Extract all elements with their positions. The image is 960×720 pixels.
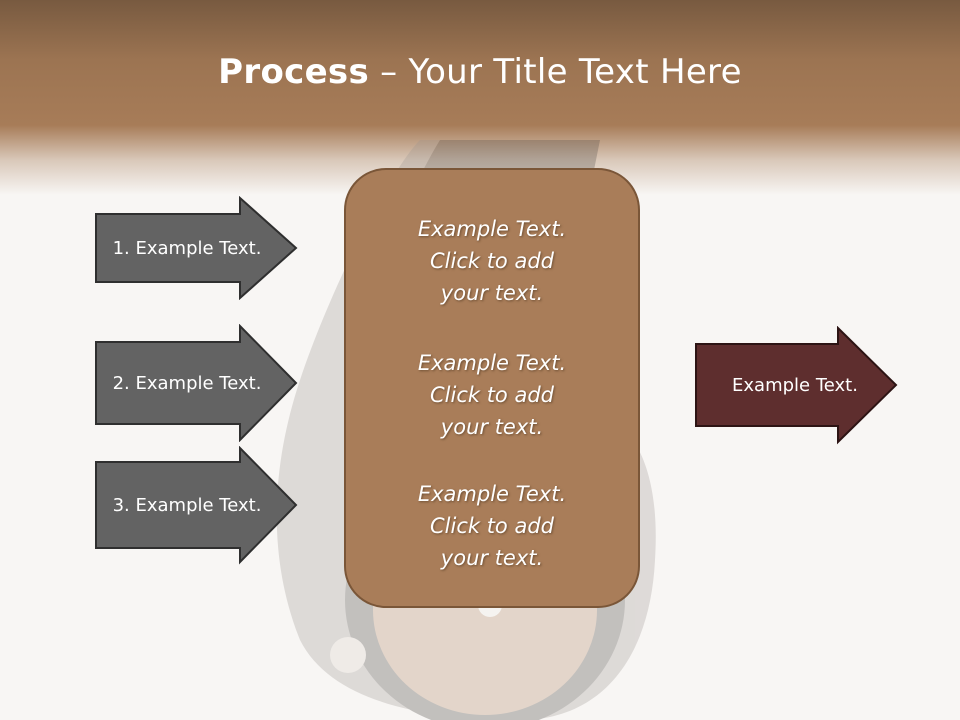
title-rest: – Your Title Text Here bbox=[369, 52, 742, 92]
left-arrow-2[interactable]: 2. Example Text. bbox=[112, 372, 262, 394]
block-1-line-2: Click to add bbox=[429, 249, 554, 273]
center-text-block-2: Example Text. Click to add your text. bbox=[344, 347, 640, 443]
center-text-block-1: Example Text. Click to add your text. bbox=[344, 213, 640, 309]
center-process-box[interactable] bbox=[344, 168, 640, 608]
left-arrow-1[interactable]: 1. Example Text. bbox=[112, 237, 262, 259]
center-text-block-3: Example Text. Click to add your text. bbox=[344, 478, 640, 574]
left-arrow-3[interactable]: 3. Example Text. bbox=[112, 494, 262, 516]
arrow-shape-right bbox=[695, 326, 898, 445]
block-2-line-1: Example Text. bbox=[417, 351, 567, 375]
block-2-line-2: Click to add bbox=[429, 383, 554, 407]
arrow-shape-1 bbox=[95, 196, 298, 300]
arrow-shape-3 bbox=[95, 446, 298, 565]
slide-title: Process – Your Title Text Here bbox=[0, 52, 960, 92]
block-3-line-3: your text. bbox=[440, 546, 544, 570]
block-3-line-1: Example Text. bbox=[417, 482, 567, 506]
block-2-line-3: your text. bbox=[440, 415, 544, 439]
block-1-line-3: your text. bbox=[440, 281, 544, 305]
block-1-line-1: Example Text. bbox=[417, 217, 567, 241]
arrow-shape-2 bbox=[95, 324, 298, 442]
title-bold: Process bbox=[218, 52, 370, 92]
block-3-line-2: Click to add bbox=[429, 514, 554, 538]
header-band bbox=[0, 0, 960, 200]
right-arrow[interactable]: Example Text. bbox=[732, 374, 858, 396]
